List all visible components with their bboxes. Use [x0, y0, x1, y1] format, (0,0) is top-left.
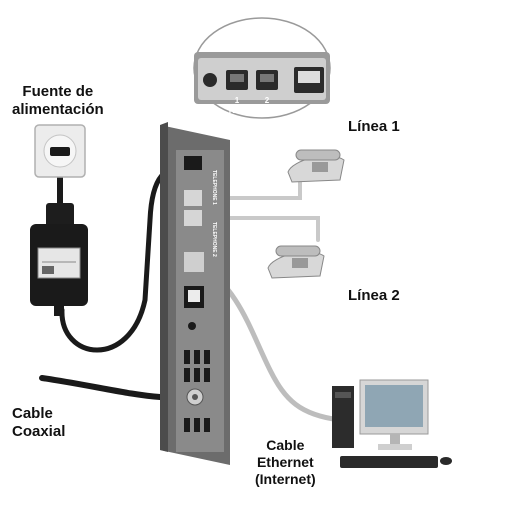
port-2-number: 2 [265, 96, 270, 105]
port-panel-zoom: 1 2 TELEPHONE [193, 17, 331, 119]
modem-telephone-port-1 [184, 190, 202, 206]
power-supply-label: Fuente de alimentación [12, 83, 104, 118]
coaxial-cable [39, 375, 193, 400]
modem-telephone-label-1: TELEPHONE 1 [211, 170, 217, 205]
desktop-computer-icon [332, 379, 452, 468]
modem-vents [184, 350, 210, 432]
power-adapter-icon [30, 203, 88, 316]
telephone-2-icon [267, 245, 325, 279]
phone-cables [198, 178, 320, 242]
coaxial-cable-label: Cable Coaxial [12, 405, 66, 440]
ethernet-cable-label: Cable Ethernet (Internet) [255, 437, 316, 487]
port-1-number: 1 [235, 96, 240, 105]
line-2-label: Línea 2 [348, 287, 400, 304]
wall-outlet-icon [34, 124, 86, 178]
modem-telephone-label-2: TELEPHONE 2 [211, 222, 217, 257]
cable-modem: TELEPHONE 1 TELEPHONE 2 [160, 122, 230, 465]
modem-ethernet-port [184, 252, 204, 272]
modem-power-port [184, 156, 202, 170]
modem-reset-button [188, 322, 196, 330]
power-jack-icon [203, 73, 217, 87]
modem-telephone-port-2 [184, 210, 202, 226]
telephone-1-icon [287, 149, 345, 183]
line-1-label: Línea 1 [348, 118, 400, 135]
telephone-panel-label: TELEPHONE [228, 106, 278, 115]
